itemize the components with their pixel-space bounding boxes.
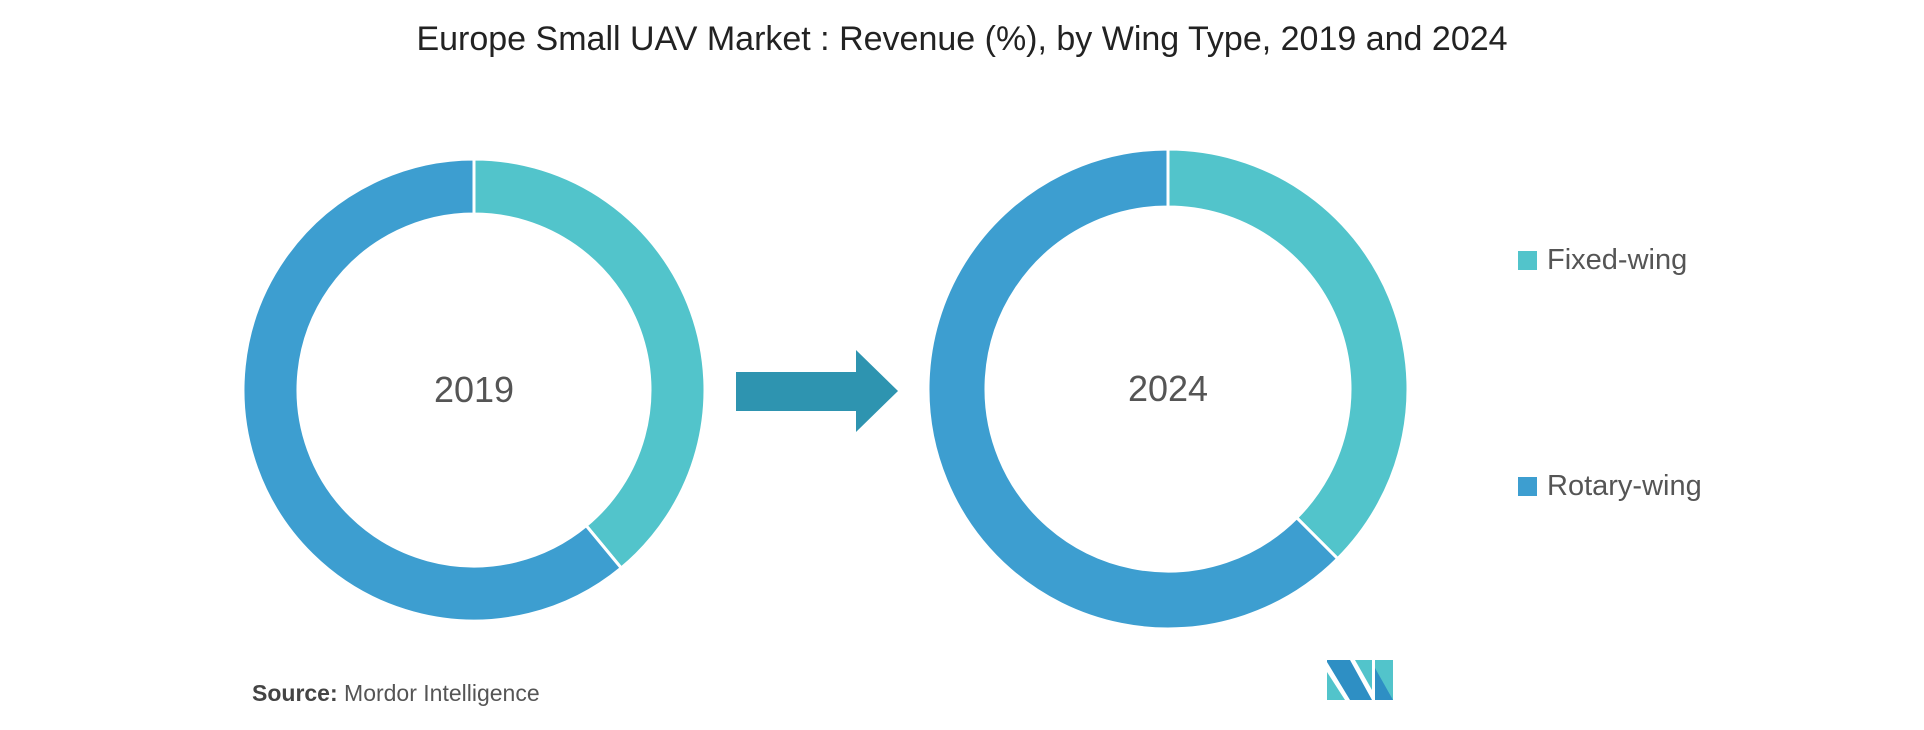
source-value: Mordor Intelligence [337,680,540,706]
legend-label: Rotary-wing [1547,470,1702,502]
legend-item-fixed-wing: Fixed-wing [1518,244,1687,277]
arrow-icon [736,350,898,432]
legend-item-rotary-wing: Rotary-wing [1518,470,1702,503]
legend-swatch [1518,251,1537,270]
legend-label: Fixed-wing [1547,244,1688,276]
chart-title: Europe Small UAV Market : Revenue (%), b… [416,20,1508,58]
donut-center-label: 2024 [1128,368,1208,409]
source-note: Source: Mordor Intelligence [252,680,540,707]
source-label: Source: [252,680,338,706]
donut-slice-2024-fixed-wing [1166,147,1410,561]
donut-slice-2019-rotary-wing [241,157,624,623]
donut-slice-2019-fixed-wing [472,157,707,571]
legend-swatch [1518,477,1537,496]
donut-slice-2024-rotary-wing [926,147,1340,631]
donut-center-label: 2019 [434,369,514,410]
